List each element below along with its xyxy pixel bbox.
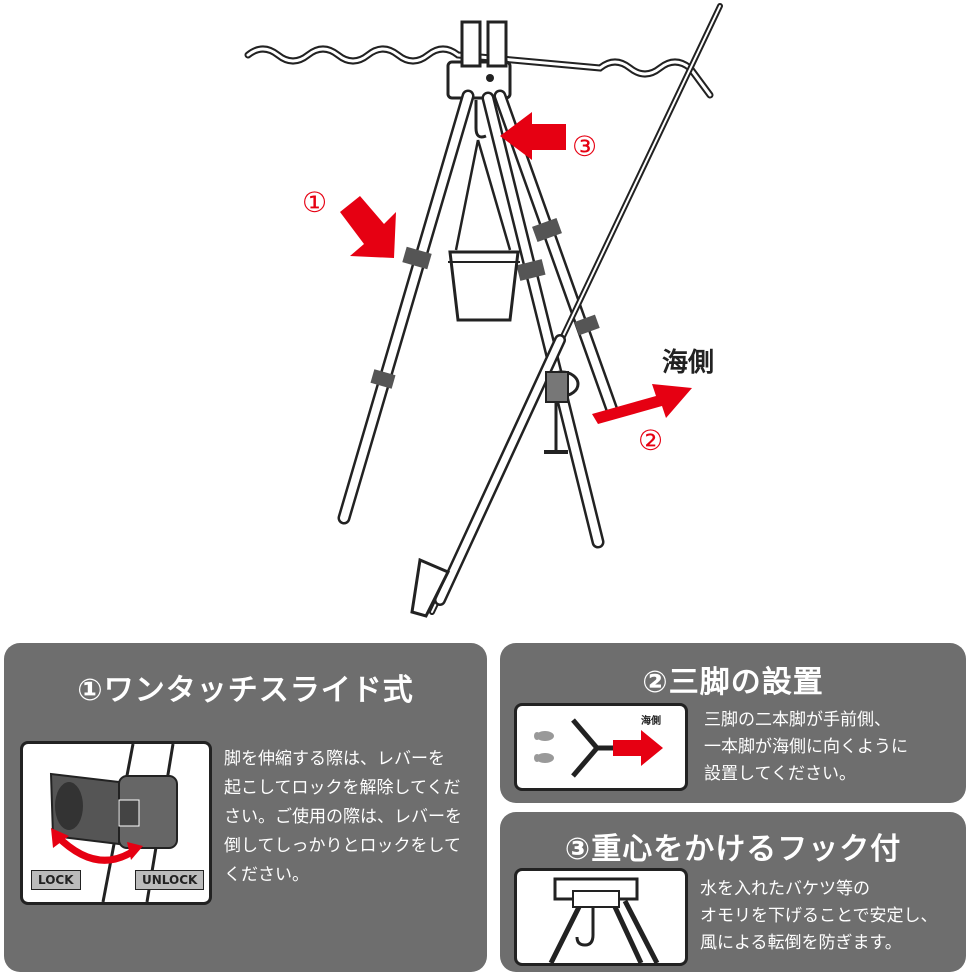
tripod-rod-stand-illustration	[244, 3, 723, 618]
arrow-1	[340, 196, 396, 258]
text-line: さい。ご使用の際は、レバーを	[224, 807, 462, 827]
text-line: 一本脚が海側に向くように	[704, 737, 908, 757]
panel-one-touch-slide: ①ワンタッチスライド式 LOCK UNLOCK 脚を伸縮する際は、レバーを 起こ…	[4, 643, 487, 972]
lever-icon	[49, 744, 178, 902]
text-line: 起こしてロックを解除してくだ	[224, 778, 461, 798]
rear-leg	[481, 91, 605, 549]
panel-slide-title: ①ワンタッチスライド式	[77, 673, 414, 708]
reel	[544, 370, 580, 454]
text-line: 水を入れたバケツ等の	[700, 879, 870, 899]
unlock-label: UNLOCK	[135, 870, 205, 890]
arrow-right-icon	[613, 730, 663, 766]
marker-3: ③	[572, 130, 598, 163]
panel-hook-title: ③重心をかけるフック付	[564, 832, 902, 867]
fishing-rod	[410, 3, 723, 618]
text-line: 倒してしっかりとロックをして	[224, 836, 461, 856]
panel-hook-text: 水を入れたバケツ等の オモリを下げることで安定し、 風による転倒を防ぎます。	[700, 876, 956, 957]
lever-illustration: LOCK UNLOCK	[20, 741, 212, 905]
text-line: オモリを下げることで安定し、	[700, 906, 938, 926]
panel-slide-text: 脚を伸縮する際は、レバーを 起こしてロックを解除してくだ さい。ご使用の際は、レ…	[224, 745, 478, 890]
text-line: 三脚の二本脚が手前側、	[704, 710, 891, 730]
hook-diagram	[514, 868, 688, 966]
hook-icon	[548, 877, 660, 963]
sea-side-label: 海側	[662, 348, 715, 378]
tripod-orientation-icon	[534, 718, 663, 778]
text-line: 風による転倒を防ぎます。	[700, 933, 902, 953]
lock-label: LOCK	[31, 870, 81, 890]
panel-tripod-setup: ②三脚の設置 海側 三脚の二本脚が手前側、 一本脚が海側に向くように 設置してく…	[500, 643, 966, 803]
diagram-sea-side-label: 海側	[641, 716, 661, 727]
hook	[474, 100, 487, 139]
panel-tripod-title: ②三脚の設置	[642, 665, 824, 700]
arrow-3	[500, 112, 566, 160]
text-line: ください。	[224, 865, 309, 885]
text-line: 設置してください。	[704, 764, 856, 784]
tripod-orientation-diagram: 海側	[514, 703, 688, 791]
panel-hook: ③重心をかけるフック付 水を入れたバケツ等の オモリを下げることで安定し、 風に…	[500, 812, 966, 972]
marker-1: ①	[302, 186, 328, 219]
text-line: 脚を伸縮する際は、レバーを	[224, 749, 445, 769]
left-leg	[337, 89, 475, 525]
panel-tripod-text: 三脚の二本脚が手前側、 一本脚が海側に向くように 設置してください。	[704, 707, 956, 788]
footprints-icon	[534, 731, 554, 763]
bucket	[448, 139, 520, 322]
marker-2: ②	[638, 424, 664, 457]
arrow-2	[592, 384, 692, 424]
lock-arrow-icon	[54, 833, 137, 864]
